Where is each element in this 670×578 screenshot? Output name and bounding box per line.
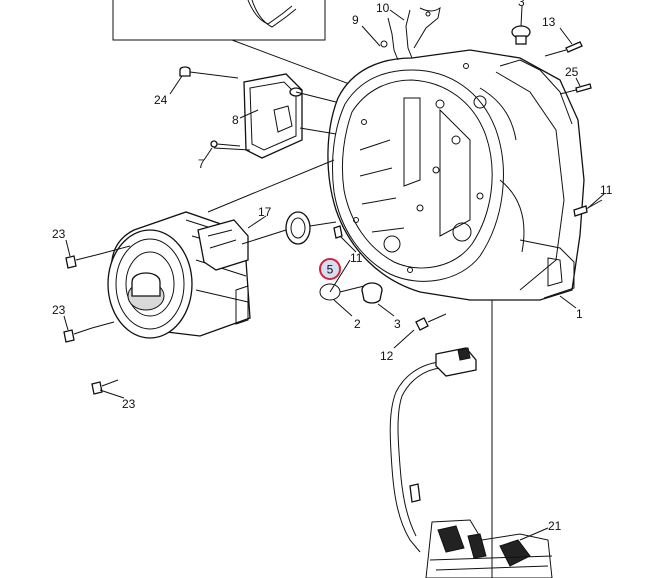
wiring-harness-part-21 — [389, 300, 553, 578]
callout-3-top: 3 — [518, 0, 525, 9]
callout-21: 21 — [548, 519, 562, 533]
plug-part-3-top — [511, 25, 531, 45]
pin-part-11-center — [333, 225, 343, 239]
callout-1: 1 — [576, 307, 583, 321]
callout-7: 7 — [198, 157, 205, 171]
bolt-part-12 — [415, 313, 447, 331]
housing-part-1 — [327, 49, 585, 301]
plug-part-3-center — [361, 282, 383, 304]
callout-5: 5 — [327, 263, 334, 277]
cover-part-8 — [243, 73, 337, 159]
bolt-part-24 — [179, 66, 239, 79]
projection-lines — [207, 147, 351, 293]
screw-part-7 — [210, 140, 241, 148]
highlight-circle — [319, 258, 341, 280]
seal-part-5 — [241, 211, 337, 245]
callout-12: 12 — [380, 349, 394, 363]
bolt-part-23-bottom — [91, 379, 119, 395]
callout-9: 9 — [352, 13, 359, 27]
callout-11-right: 11 — [600, 183, 613, 197]
callout-labels: 10 9 3 13 25 24 8 7 17 11 23 23 23 11 2 … — [52, 0, 613, 533]
bolt-part-13 — [544, 41, 583, 57]
callout-5-highlight[interactable]: 5 — [319, 258, 341, 280]
callout-23-middle: 23 — [52, 303, 66, 317]
callout-3-center: 3 — [394, 317, 401, 331]
callout-10: 10 — [376, 1, 390, 15]
callout-2: 2 — [354, 317, 361, 331]
bolt-part-25 — [559, 83, 592, 95]
callout-13: 13 — [542, 15, 556, 29]
callout-8: 8 — [232, 113, 239, 127]
callout-25: 25 — [565, 65, 579, 79]
callout-11-center: 11 — [350, 251, 363, 265]
callout-24: 24 — [154, 93, 168, 107]
motor-part-17 — [107, 211, 251, 339]
pipe-part-10 — [380, 6, 441, 61]
callout-23-top: 23 — [52, 227, 66, 241]
callout-leaders — [63, 5, 605, 541]
bolt-part-23-top — [65, 245, 131, 269]
callout-23-bottom: 23 — [122, 397, 136, 411]
snap-ring-part-2 — [319, 283, 365, 301]
bolt-part-23-middle — [63, 321, 115, 343]
callout-17: 17 — [258, 205, 272, 219]
